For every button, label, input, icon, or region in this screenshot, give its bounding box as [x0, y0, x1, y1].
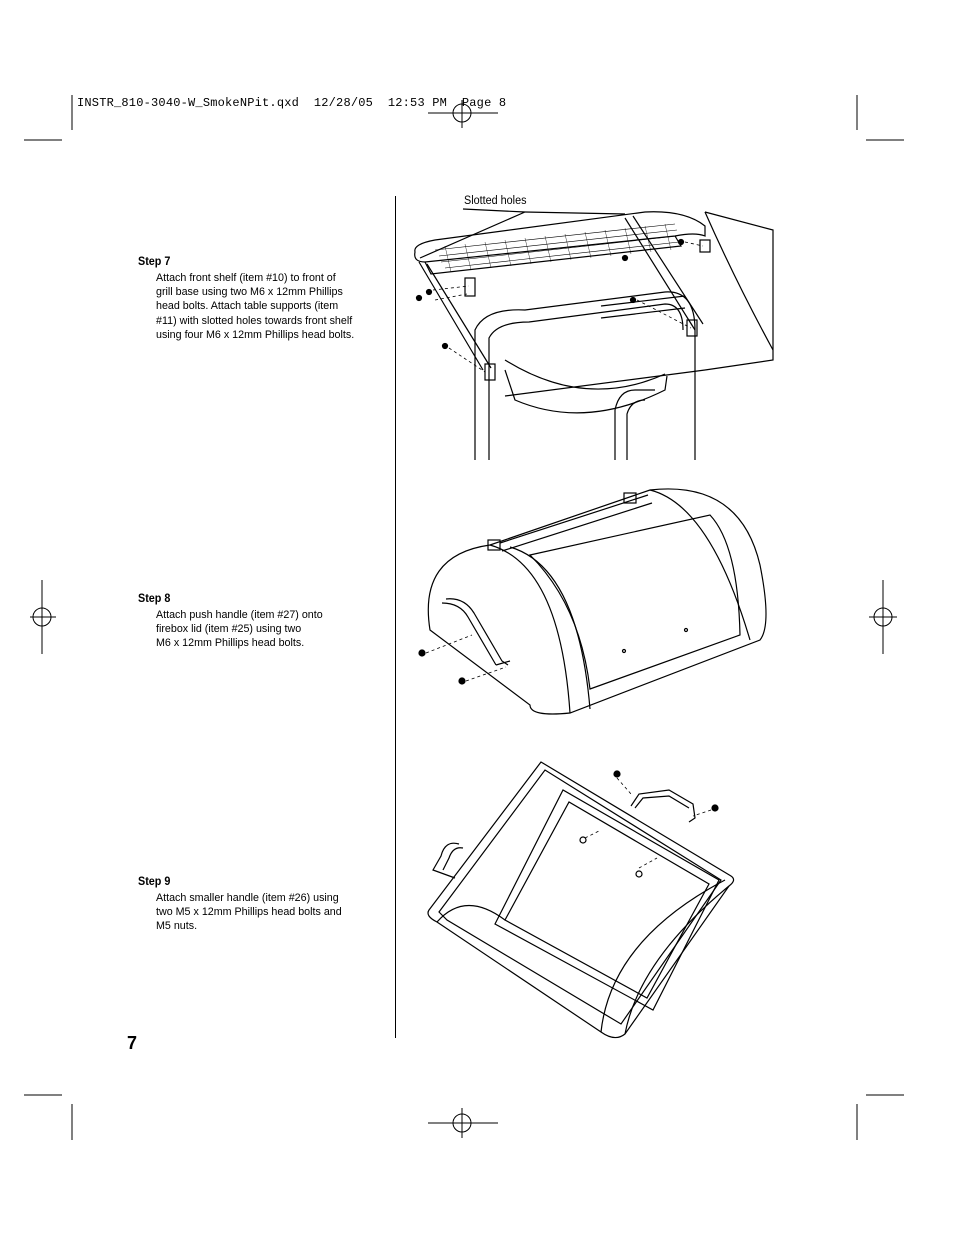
step-9-title: Step 9 [138, 874, 171, 888]
step-8-text: Attach push handle (item #27) onto fireb… [156, 608, 363, 651]
step-7-line: Attach front shelf (item #10) to front o… [156, 272, 336, 284]
front-shelf-illustration [414, 208, 774, 460]
step-9-line: two M5 x 12mm Phillips head bolts and [156, 906, 342, 919]
step-9-text: Attach smaller handle (item #26) using t… [156, 891, 363, 934]
step-9-line: Attach smaller handle (item #26) using [156, 892, 339, 904]
column-divider [395, 196, 396, 1038]
page-number: 7 [127, 1033, 138, 1053]
step-8-line: firebox lid (item #25) using two [156, 623, 302, 636]
step-9-line: M5 nuts. [156, 920, 198, 933]
smaller-handle-illustration [427, 761, 735, 1039]
firebox-lid-illustration [418, 488, 767, 715]
step-7-line: grill base using two M6 x 12mm Phillips [156, 286, 343, 299]
step-8-line: M6 x 12mm Phillips head bolts. [156, 637, 305, 650]
step-8-title: Step 8 [138, 591, 171, 605]
step-7-line: head bolts. Attach table supports (item [156, 300, 339, 313]
step-7-title: Step 7 [138, 254, 171, 268]
step-7-text: Attach front shelf (item #10) to front o… [156, 271, 363, 342]
slotted-holes-callout: Slotted holes [464, 195, 527, 207]
step-7-line: #11) with slotted holes towards front sh… [156, 314, 353, 327]
step-7-line: using four M6 x 12mm Phillips head bolts… [156, 328, 355, 341]
file-slug: INSTR_810-3040-W_SmokeNPit.qxd 12/28/05 … [77, 96, 507, 110]
step-8-line: Attach push handle (item #27) onto [156, 609, 323, 621]
